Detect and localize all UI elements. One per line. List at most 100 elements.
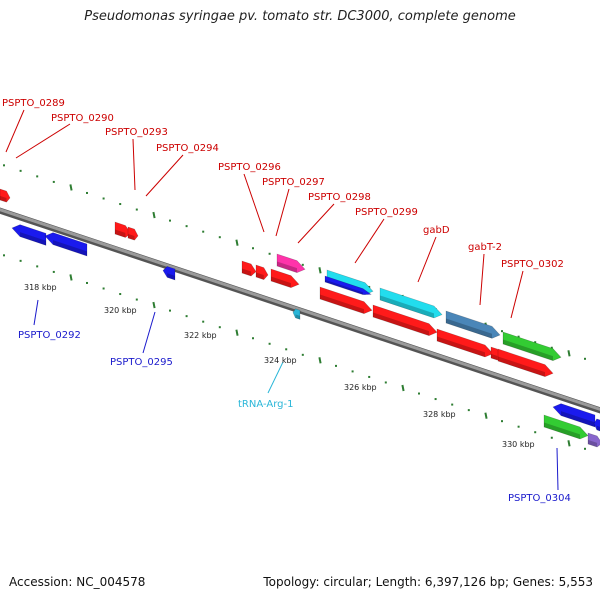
tick-minor-bottom	[169, 309, 171, 312]
tick-major-top	[152, 211, 156, 219]
feature-pspto-0307-body	[593, 418, 600, 432]
backbone-line	[0, 208, 600, 411]
tick-major-top	[567, 350, 571, 357]
feature-pspto-0296	[241, 260, 257, 277]
feature-pspto-0300-body	[319, 286, 373, 314]
feature-pspto-0291	[11, 224, 47, 246]
tick-minor-top	[268, 252, 271, 255]
feature-pspto-0298-shade	[271, 276, 291, 288]
feature-pspto-0300	[319, 286, 373, 314]
gene-label-pspto-0299[interactable]: PSPTO_0299	[355, 207, 418, 218]
scale-label-328: 328 kbp	[423, 410, 456, 419]
tick-minor-bottom	[268, 342, 271, 345]
feature-gabd-shade	[380, 295, 434, 318]
tick-minor-top	[252, 247, 254, 250]
tick-minor-top	[3, 164, 5, 167]
feature-pspto-0299b-shade	[325, 279, 363, 295]
feature-pspto-0300b-body	[372, 304, 438, 336]
tick-minor-bottom	[517, 425, 520, 428]
gene-label-gabd[interactable]: gabD	[423, 225, 450, 236]
tick-minor-top	[86, 191, 88, 194]
feature-pspto-0291-shade	[20, 232, 46, 246]
gene-label-pspto-0298[interactable]: PSPTO_0298	[308, 192, 371, 203]
feature-pspto-0302-shade	[503, 339, 553, 361]
feature-gabd	[379, 287, 443, 319]
tick-major-bottom	[567, 440, 571, 447]
gene-label-pspto-0292[interactable]: PSPTO_0292	[18, 330, 81, 341]
leader-line-0	[5, 109, 25, 153]
tick-minor-bottom	[501, 420, 503, 423]
tick-minor-top	[36, 175, 39, 178]
tick-minor-top	[218, 236, 221, 239]
feature-pspto-0304-body	[552, 403, 596, 428]
feature-pspto-0298-body	[270, 268, 300, 288]
tick-minor-top	[550, 346, 553, 349]
feature-pspto-0307	[593, 418, 600, 432]
tick-major-bottom	[235, 329, 239, 336]
gene-label-trna-arg-1[interactable]: tRNA-Arg-1	[238, 399, 293, 410]
tick-minor-top	[185, 225, 188, 228]
feature-pspto-0292-shade	[53, 240, 87, 256]
tick-minor-bottom	[252, 337, 254, 340]
feature-pspto-0303-shade	[498, 356, 545, 377]
leader-line-6	[297, 203, 335, 244]
feature-pspto-0300b	[372, 304, 438, 336]
tick-major-bottom	[401, 384, 405, 392]
feature-trna-arg-1-body	[292, 308, 301, 320]
leader-line-14	[556, 447, 559, 491]
gene-label-pspto-0290[interactable]: PSPTO_0290	[51, 113, 114, 124]
feature-pspto-0300-shade	[320, 294, 364, 314]
tick-minor-bottom	[384, 381, 387, 384]
tick-major-bottom	[484, 412, 488, 419]
feature-pspto-0305-body	[543, 414, 589, 440]
feature-pspto-0301b-shade	[491, 353, 498, 361]
gene-label-pspto-0293[interactable]: PSPTO_0293	[105, 127, 168, 138]
tick-minor-top	[517, 335, 520, 338]
gene-label-gabt-2[interactable]: gabT-2	[468, 242, 502, 253]
feature-pspto-0299b-body	[324, 275, 372, 295]
tick-minor-bottom	[368, 375, 371, 378]
feature-pspto-0294-shade	[128, 233, 135, 241]
tick-minor-top	[52, 180, 55, 183]
leader-line-11	[33, 299, 39, 326]
gene-features[interactable]	[0, 188, 600, 448]
tick-minor-bottom	[301, 353, 304, 356]
gene-label-pspto-0296[interactable]: PSPTO_0296	[218, 162, 281, 173]
tick-minor-bottom	[36, 265, 39, 268]
feature-pspto-0294	[127, 226, 139, 241]
scale-label-326: 326 kbp	[344, 383, 377, 392]
feature-pspto-0305	[543, 414, 589, 440]
feature-gabt-2-body	[445, 310, 501, 339]
feature-trna-arg-1	[292, 308, 301, 320]
gene-label-pspto-0294[interactable]: PSPTO_0294	[156, 143, 219, 154]
feature-gabt-2	[445, 310, 501, 339]
tick-major-bottom	[152, 301, 156, 309]
topology-text: Topology: circular; Length: 6,397,126 bp…	[263, 575, 593, 589]
feature-trna-arg-1-shade	[295, 314, 300, 320]
feature-gabt-2-shade	[446, 318, 492, 339]
tick-minor-bottom	[467, 409, 470, 412]
leader-line-3	[145, 154, 184, 197]
gene-label-pspto-0289[interactable]: PSPTO_0289	[2, 98, 65, 109]
tick-minor-top	[501, 330, 503, 333]
tick-major-top	[318, 267, 322, 274]
feature-pspto-0297-body	[255, 264, 269, 280]
tick-minor-bottom	[285, 348, 288, 351]
feature-pspto-0298b	[276, 253, 306, 273]
tick-minor-bottom	[335, 364, 337, 367]
feature-pspto-0299b	[324, 275, 372, 295]
tick-minor-bottom	[584, 447, 586, 450]
feature-pspto-0302	[502, 331, 562, 361]
tick-minor-bottom	[218, 326, 221, 329]
feature-pspto-0303-body	[497, 348, 554, 377]
gene-label-pspto-0302[interactable]: PSPTO_0302	[501, 259, 564, 270]
tick-minor-bottom	[52, 270, 55, 273]
feature-pspto-0301-body	[436, 328, 494, 358]
gene-label-pspto-0295[interactable]: PSPTO_0295	[110, 357, 173, 368]
gene-label-pspto-0304[interactable]: PSPTO_0304	[508, 493, 571, 504]
leader-line-4	[243, 173, 265, 233]
tick-minor-bottom	[202, 320, 205, 323]
gene-label-pspto-0297[interactable]: PSPTO_0297	[262, 177, 325, 188]
feature-gabd-body	[379, 287, 443, 319]
